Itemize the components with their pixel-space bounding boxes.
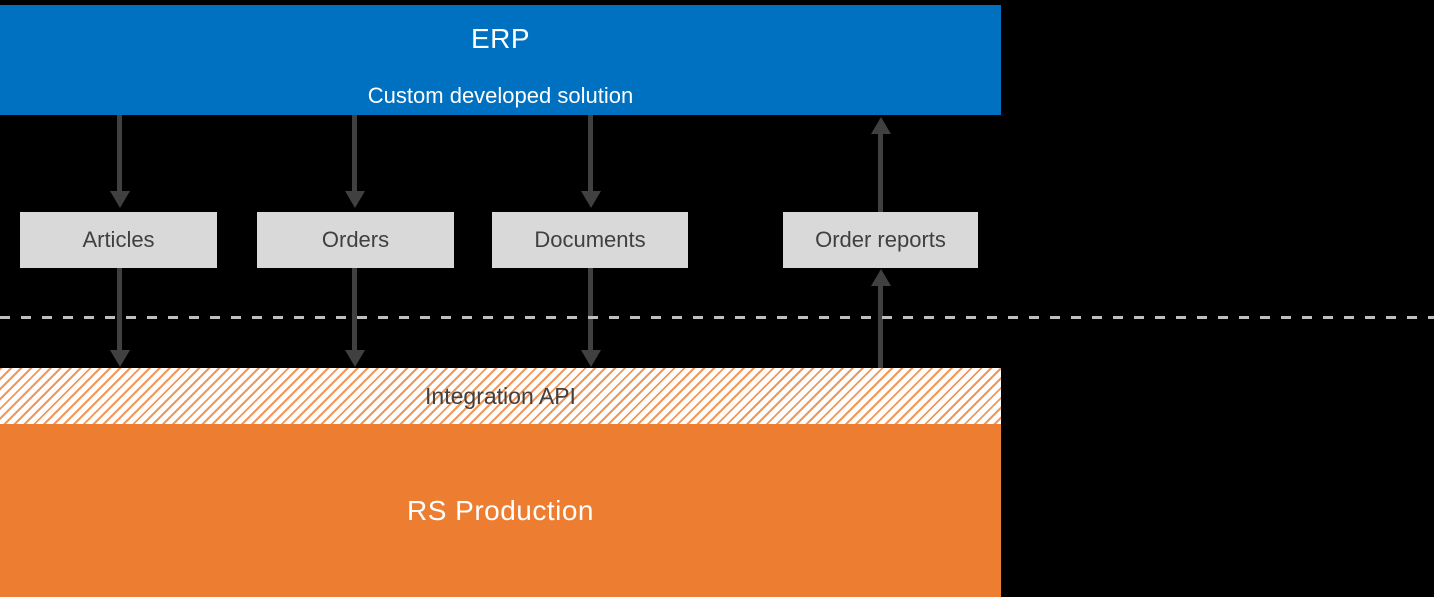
- arrow-head-down-icon: [110, 350, 130, 367]
- integration-api-bar: Integration API: [0, 368, 1001, 424]
- arrow-down-orders-to-api-icon: [345, 268, 365, 367]
- arrow-shaft: [352, 115, 357, 192]
- system-boundary-dashed-line: [0, 316, 1434, 319]
- arrow-shaft: [588, 115, 593, 192]
- flow-box-order-reports: Order reports: [783, 212, 978, 268]
- arrow-shaft: [878, 133, 883, 212]
- arrow-shaft: [588, 268, 593, 351]
- arrow-shaft: [117, 268, 122, 351]
- arrow-head-down-icon: [345, 191, 365, 208]
- erp-box: ERP Custom developed solution: [0, 5, 1001, 115]
- arrow-down-documents-to-api-icon: [581, 268, 601, 367]
- arrow-shaft: [117, 115, 122, 192]
- arrow-head-down-icon: [581, 191, 601, 208]
- flow-box-orders: Orders: [257, 212, 454, 268]
- flow-box-documents: Documents: [492, 212, 688, 268]
- arrow-head-down-icon: [345, 350, 365, 367]
- arrow-head-down-icon: [581, 350, 601, 367]
- arrow-up-order-reports-to-erp-icon: [871, 117, 891, 212]
- integration-api-label: Integration API: [425, 382, 576, 409]
- arrow-down-erp-to-articles-icon: [110, 115, 130, 208]
- arrow-head-up-icon: [871, 117, 891, 134]
- arrow-shaft: [878, 285, 883, 368]
- arrow-down-erp-to-documents-icon: [581, 115, 601, 208]
- flow-box-orders-label: Orders: [321, 227, 390, 252]
- flow-box-articles: Articles: [20, 212, 217, 268]
- arrow-head-up-icon: [871, 269, 891, 286]
- flow-box-order-reports-label: Order reports: [815, 227, 946, 252]
- rs-production-box: RS Production: [0, 424, 1001, 597]
- arrow-down-articles-to-api-icon: [110, 268, 130, 367]
- rs-production-label: RS Production: [406, 494, 595, 526]
- arrow-up-api-to-order-reports-icon: [871, 269, 891, 368]
- erp-subtitle: Custom developed solution: [367, 83, 634, 108]
- arrow-down-erp-to-orders-icon: [345, 115, 365, 208]
- flow-box-articles-label: Articles: [82, 227, 155, 252]
- arrow-shaft: [352, 268, 357, 351]
- erp-title: ERP: [470, 23, 531, 54]
- arrow-head-down-icon: [110, 191, 130, 208]
- flow-box-documents-label: Documents: [534, 227, 646, 252]
